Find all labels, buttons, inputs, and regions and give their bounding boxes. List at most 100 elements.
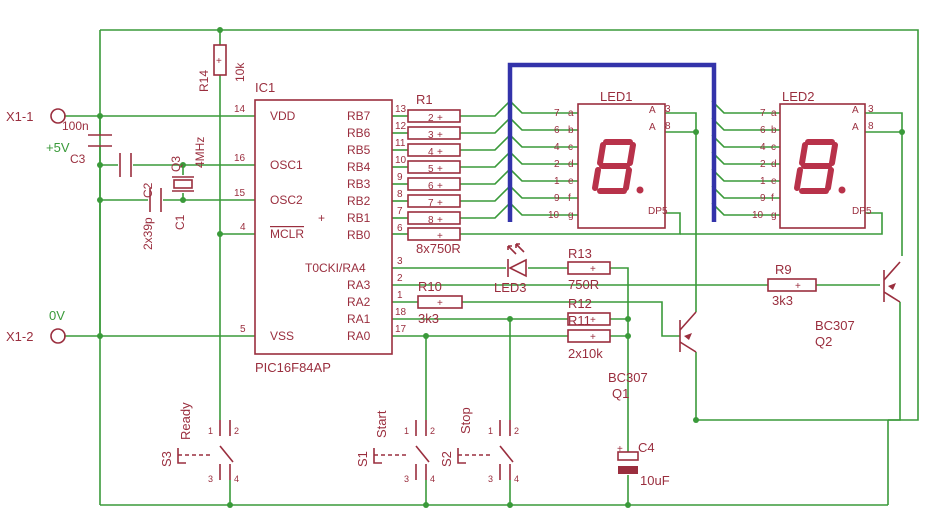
svg-text:2: 2: [234, 426, 239, 436]
svg-text:+: +: [437, 231, 443, 242]
svg-text:16: 16: [234, 153, 246, 164]
svg-text:7: 7: [760, 108, 766, 119]
q3-name: Q3: [169, 156, 183, 172]
capacitor-c3: 100n C3: [62, 119, 112, 166]
svg-text:X1-2: X1-2: [6, 329, 33, 344]
svg-text:6: 6: [554, 125, 560, 136]
capacitor-c2: C2 2x39p: [119, 153, 155, 250]
switch-s2: S2 Stop 1 2 3 4: [439, 407, 519, 484]
svg-text:RB1: RB1: [347, 211, 371, 225]
s1-name: S1: [355, 451, 370, 467]
svg-text:OSC1: OSC1: [270, 158, 303, 172]
svg-text:RA1: RA1: [347, 312, 371, 326]
svg-text:f: f: [771, 193, 774, 204]
c4-value: 10uF: [640, 473, 670, 488]
svg-text:d: d: [771, 159, 777, 170]
svg-text:2: 2: [760, 159, 766, 170]
svg-text:5: 5: [428, 164, 434, 175]
svg-text:10: 10: [752, 210, 764, 221]
svg-text:VDD: VDD: [270, 109, 296, 123]
led2-name: LED2: [782, 89, 815, 104]
svg-text:1: 1: [404, 426, 409, 436]
svg-text:3: 3: [428, 130, 434, 141]
svg-text:+: +: [437, 113, 443, 124]
svg-text:+: +: [617, 444, 623, 455]
svg-text:4: 4: [760, 142, 766, 153]
svg-text:2: 2: [514, 426, 519, 436]
capacitor-c4: + C4 10uF: [617, 440, 670, 488]
r1-value: 8x750R: [416, 241, 461, 256]
svg-text:3: 3: [397, 256, 403, 267]
svg-text:3: 3: [404, 474, 409, 484]
q2-name: Q2: [815, 334, 832, 349]
svg-text:+: +: [437, 181, 443, 192]
svg-text:18: 18: [395, 307, 407, 318]
q2-value: BC307: [815, 318, 855, 333]
svg-text:+: +: [795, 281, 801, 292]
svg-text:DP: DP: [648, 206, 662, 217]
svg-text:1: 1: [397, 290, 403, 301]
svg-text:a: a: [568, 108, 574, 119]
resistor-r14: + R14 10k: [197, 44, 247, 92]
svg-text:8: 8: [665, 121, 671, 132]
svg-text:3: 3: [868, 104, 874, 115]
svg-text:5: 5: [240, 324, 246, 335]
svg-text:4: 4: [514, 474, 519, 484]
svg-text:T0CKI/RA4: T0CKI/RA4: [305, 261, 366, 275]
transistor-q2: BC307 Q2: [815, 261, 901, 349]
ic1-name: IC1: [255, 80, 275, 95]
svg-text:13: 13: [395, 104, 407, 115]
svg-text:+: +: [216, 56, 222, 67]
r9-value: 3k3: [772, 293, 793, 308]
r14-name: R14: [197, 70, 211, 92]
svg-text:b: b: [771, 125, 777, 136]
svg-text:7: 7: [397, 206, 403, 217]
svg-text:+: +: [590, 315, 596, 326]
s2-label: Stop: [458, 407, 473, 434]
r12-name: R12: [568, 296, 592, 311]
svg-text:e: e: [771, 176, 777, 187]
svg-text:+: +: [437, 130, 443, 141]
r12-value: 2x10k: [568, 346, 603, 361]
svg-text:c: c: [771, 142, 776, 153]
svg-text:4: 4: [428, 147, 434, 158]
plus5v-label: +5V: [46, 140, 70, 155]
c1-name: C1: [173, 214, 187, 230]
svg-text:+: +: [590, 264, 596, 275]
svg-text:RB4: RB4: [347, 160, 371, 174]
seven-segment-led2: LED2 7 a 6 b 4 c 2 d 1 e 9 f 10 g A 3 A …: [752, 89, 874, 229]
svg-text:9: 9: [397, 172, 403, 183]
svg-text:RB7: RB7: [347, 109, 371, 123]
svg-text:8: 8: [397, 189, 403, 200]
switch-s3: S3 Ready 1 2 3 4: [159, 402, 239, 484]
svg-text:4: 4: [234, 474, 239, 484]
connector-x1-2: X1-2 0V: [6, 308, 66, 344]
zerov-label: 0V: [49, 308, 65, 323]
svg-text:7: 7: [554, 108, 560, 119]
ic1-right-pins: 13 RB7 12 RB6 11 RB5 10 RB4 9 RB3 8 RB2 …: [305, 104, 407, 343]
svg-text:RA0: RA0: [347, 329, 371, 343]
svg-text:+: +: [437, 298, 443, 309]
r11-name: R11: [568, 313, 591, 328]
r13-value: 750R: [568, 277, 599, 292]
s3-name: S3: [159, 451, 174, 467]
svg-text:11: 11: [395, 138, 406, 149]
transistor-q1: BC307 Q1: [608, 311, 697, 401]
svg-text:d: d: [568, 159, 574, 170]
svg-text:3: 3: [488, 474, 493, 484]
svg-text:8: 8: [868, 121, 874, 132]
svg-text:9: 9: [554, 193, 560, 204]
c3-value: 100n: [62, 119, 89, 133]
capacitor-c1: C1: [149, 188, 187, 230]
s3-label: Ready: [178, 402, 193, 440]
crystal-q3: Q3 4MHz: [169, 137, 207, 192]
svg-text:X1-1: X1-1: [6, 109, 33, 124]
svg-text:5: 5: [866, 206, 872, 217]
led2-digit: [794, 139, 846, 194]
svg-text:6: 6: [760, 125, 766, 136]
svg-text:14: 14: [234, 104, 246, 115]
svg-text:VSS: VSS: [270, 329, 294, 343]
r9-name: R9: [775, 262, 792, 277]
svg-text:6: 6: [428, 181, 434, 192]
